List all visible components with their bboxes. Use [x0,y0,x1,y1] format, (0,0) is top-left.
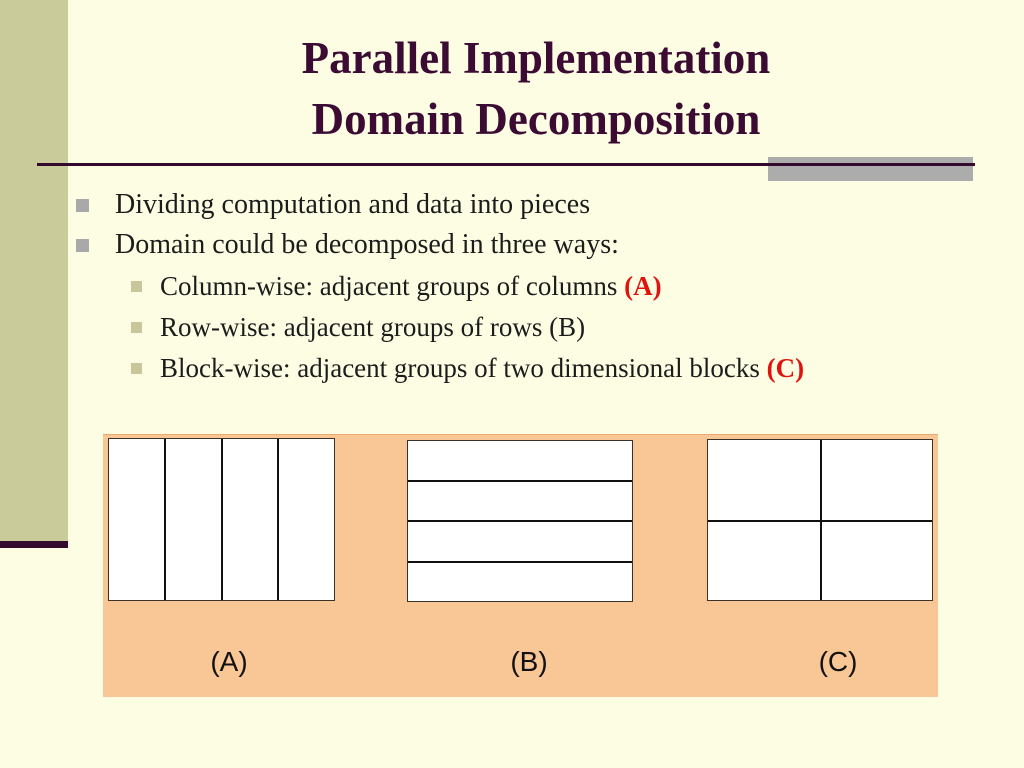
diagram-label-a: (A) [210,646,248,677]
slide-title-line2: Domain Decomposition [311,94,761,144]
bullet-text: Row-wise: adjacent groups of rows (B) [160,311,586,342]
sub-bullet-item-1: Column-wise: adjacent groups of columns … [131,266,662,306]
diagram-block-wise [707,439,933,601]
bullet-text: Block-wise: adjacent groups of two dimen… [160,352,767,383]
title-underline-rule [37,163,975,166]
sub-bullet-item-3: Block-wise: adjacent groups of two dimen… [131,348,804,388]
slide-title-line1: Parallel Implementation [301,33,771,83]
slide-title: Parallel Implementation Domain Decomposi… [48,28,1024,150]
bullet-highlight-a: (A) [624,270,662,301]
column-cell [220,439,278,600]
bullet-text: Column-wise: adjacent groups of columns [160,270,625,301]
bullet-text: Domain could be decomposed in three ways… [115,229,619,260]
diagram-column-wise [108,438,335,601]
square-bullet-icon [76,238,89,252]
row-cell [408,441,632,480]
block-cell [708,520,820,600]
diagram-label-b: (B) [510,646,548,677]
row-cell [408,520,632,561]
sidebar-accent-bar [0,541,68,548]
diagram-row-wise [407,440,633,602]
row-cell [408,479,632,521]
square-bullet-icon [131,321,142,333]
block-cell [708,440,820,520]
bullet-text: Dividing computation and data into piece… [115,189,591,220]
bullet-highlight-c: (C) [766,352,805,383]
column-cell [277,439,334,600]
square-bullet-icon [131,280,142,292]
bullet-item-1: Dividing computation and data into piece… [76,185,590,225]
title-gray-rectangle [768,157,973,181]
diagram-label-c: (C) [818,646,858,677]
column-cell [163,439,221,600]
block-cell [820,520,932,600]
column-cell [109,439,164,600]
block-cell [820,440,932,520]
left-sidebar-band [0,0,68,541]
row-cell [408,560,632,602]
square-bullet-icon [76,198,89,212]
bullet-item-2: Domain could be decomposed in three ways… [76,225,619,265]
sub-bullet-item-2: Row-wise: adjacent groups of rows (B) [131,307,585,347]
square-bullet-icon [131,362,142,374]
